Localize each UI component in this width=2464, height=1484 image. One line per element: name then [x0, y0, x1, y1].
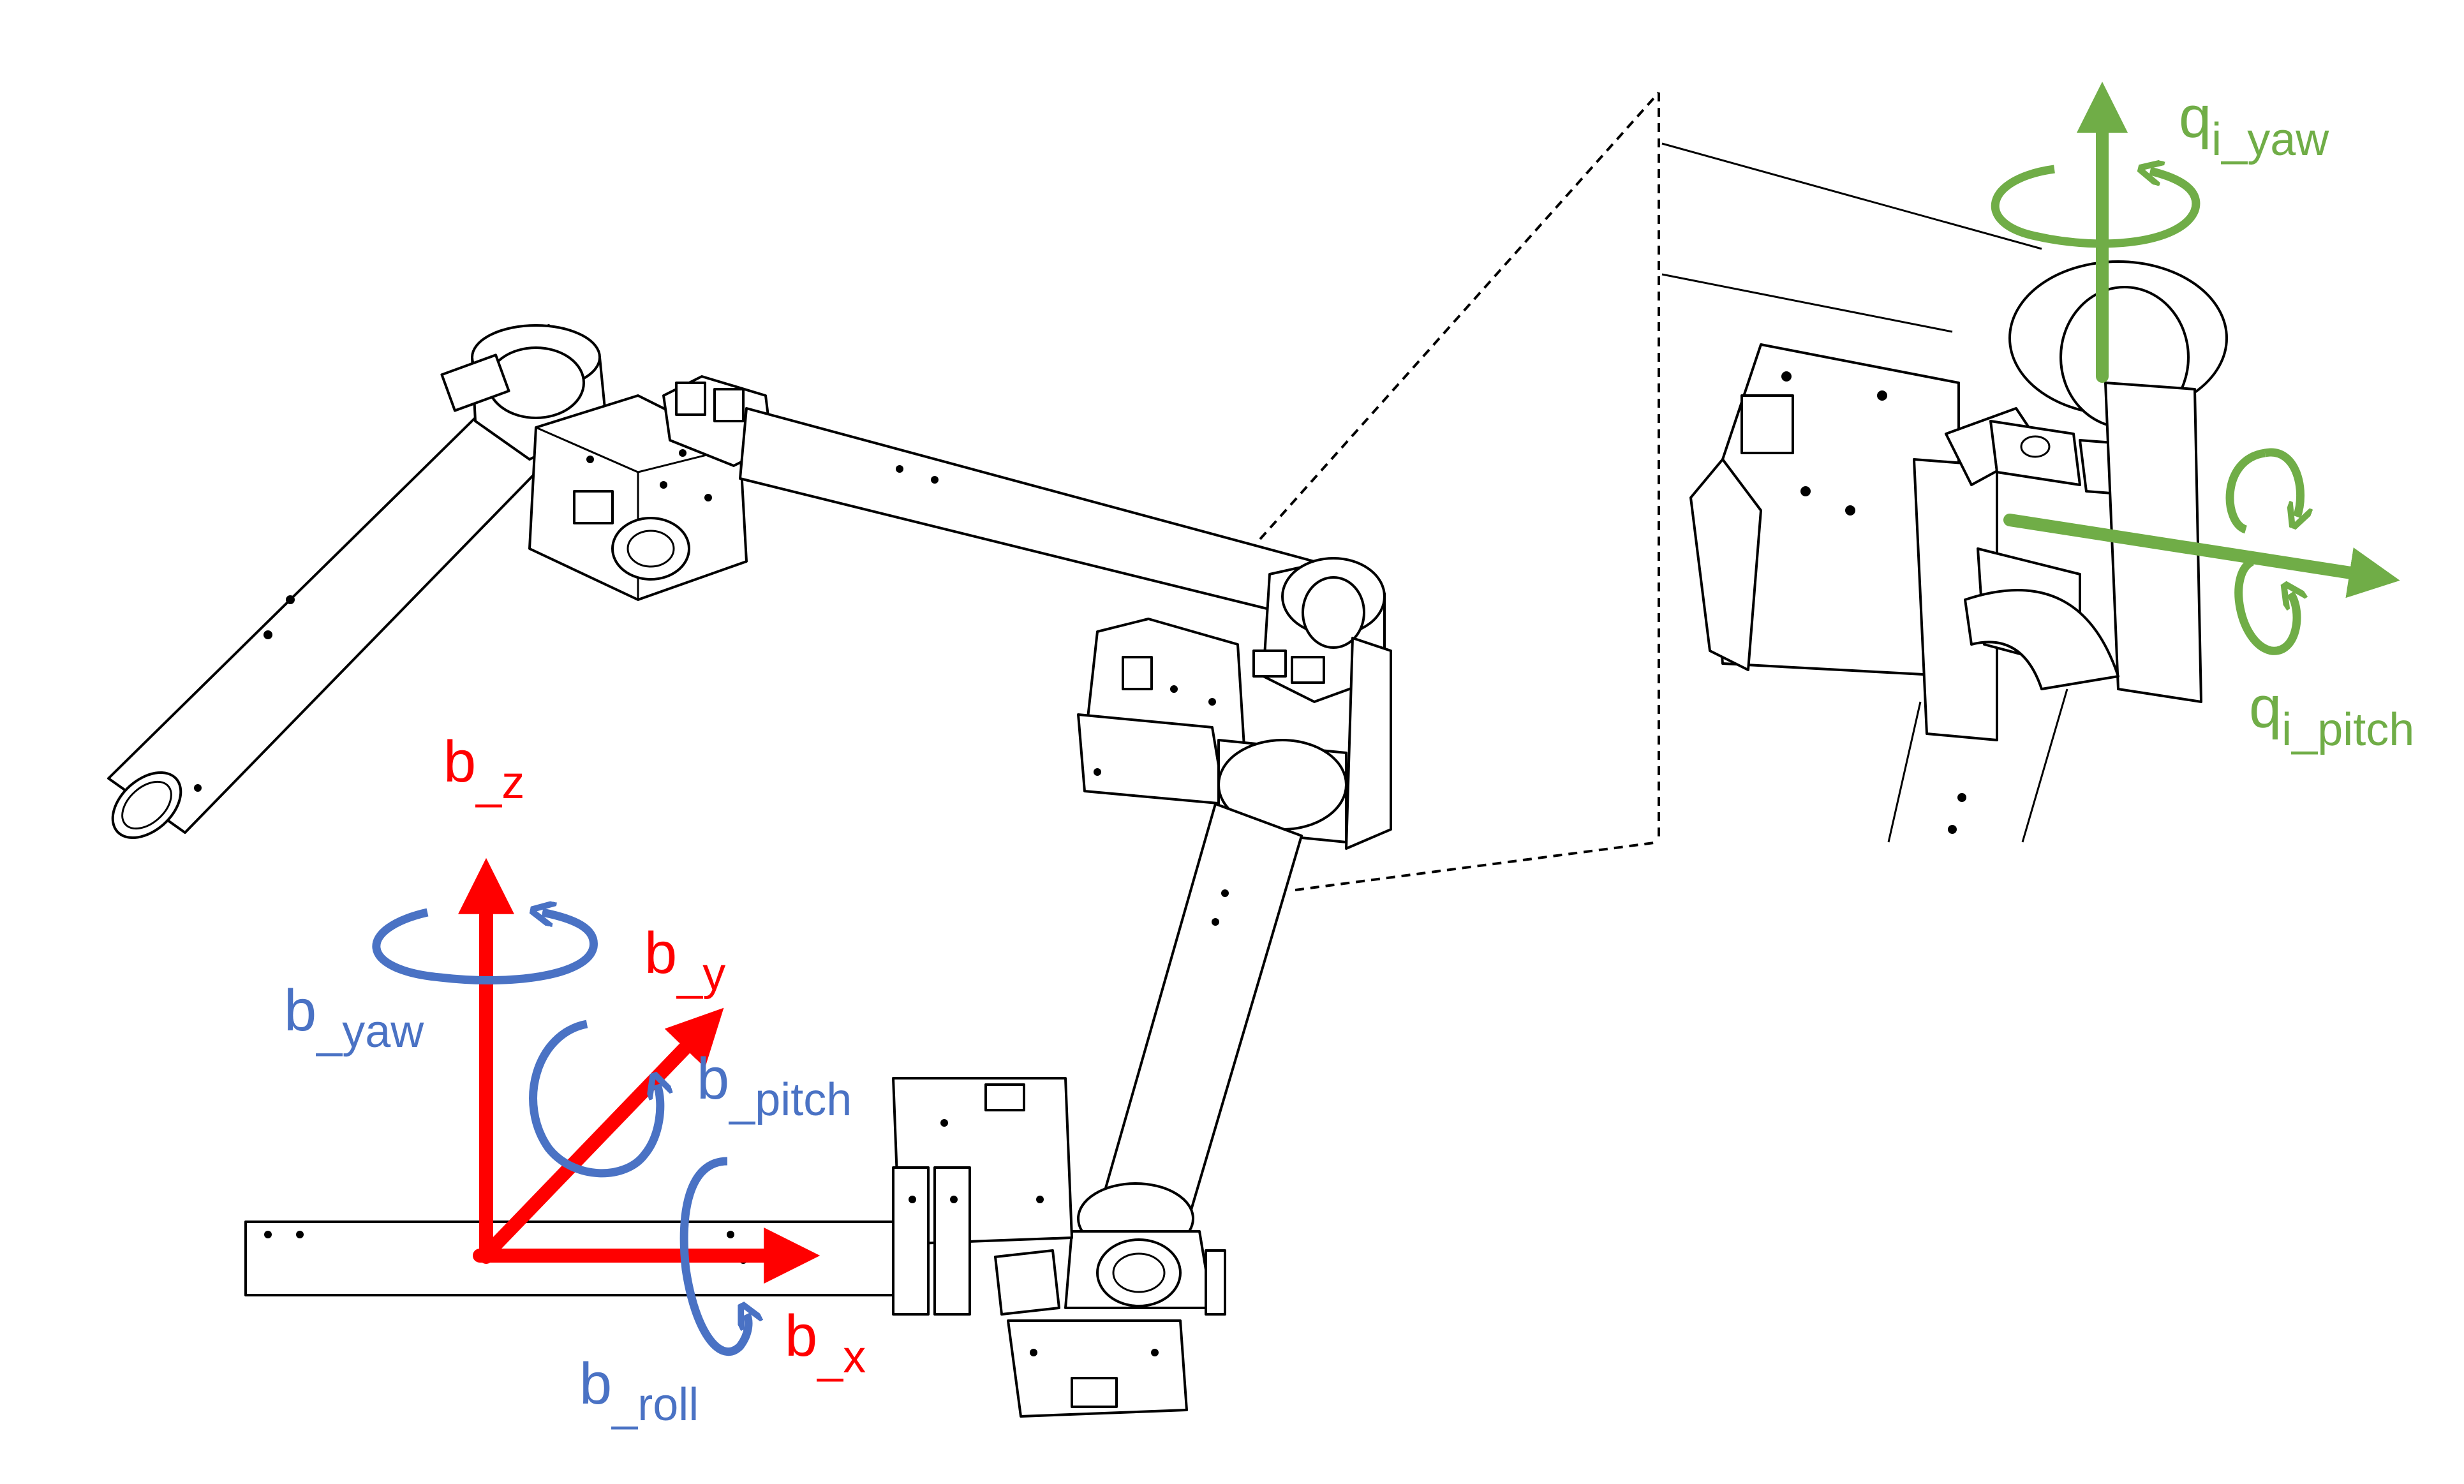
robot-arm-drawing [107, 324, 1392, 1418]
joint-frame-axes [1991, 82, 2400, 655]
label-q-pitch: qi_pitch [2249, 675, 2414, 755]
joint-frame-labels: qi_yaw qi_pitch [2179, 85, 2414, 755]
curved-rotation-arrow [2225, 449, 2297, 655]
upper-tube [107, 407, 550, 840]
base-frame-labels: b_z b_y b_x b_yaw b_pitch b_roll [284, 729, 866, 1430]
joint-3 [994, 1182, 1226, 1316]
label-b-z: b_z [443, 729, 524, 808]
curved-rotation-arrow [1991, 169, 2201, 248]
label-q-yaw: qi_yaw [2179, 85, 2329, 165]
base-frame-axes [458, 857, 820, 1284]
label-b-roll: b_roll [579, 1351, 699, 1430]
joint-detail-drawing [1661, 142, 2228, 843]
base-plates [892, 1166, 971, 1316]
base-block-lower [1007, 1319, 1188, 1418]
curved-rotation-arrow [679, 1157, 748, 1356]
middle-tube [739, 407, 1316, 614]
curved-rotation-arrow [529, 1020, 660, 1178]
lower-tube [1099, 803, 1303, 1226]
b-y-axis [482, 1007, 724, 1259]
label-b-pitch: b_pitch [697, 1046, 852, 1125]
joint-2 [1252, 557, 1392, 850]
zoom-callout [1259, 91, 1660, 891]
base-frame-rotations [372, 912, 748, 1356]
gearbox-2 [1077, 618, 1245, 805]
label-b-y: b_y [644, 921, 725, 1000]
q-pitch-axis [2003, 514, 2400, 598]
label-b-x: b_x [785, 1303, 866, 1383]
curved-rotation-arrow [372, 912, 598, 984]
label-b-yaw: b_yaw [284, 978, 424, 1057]
